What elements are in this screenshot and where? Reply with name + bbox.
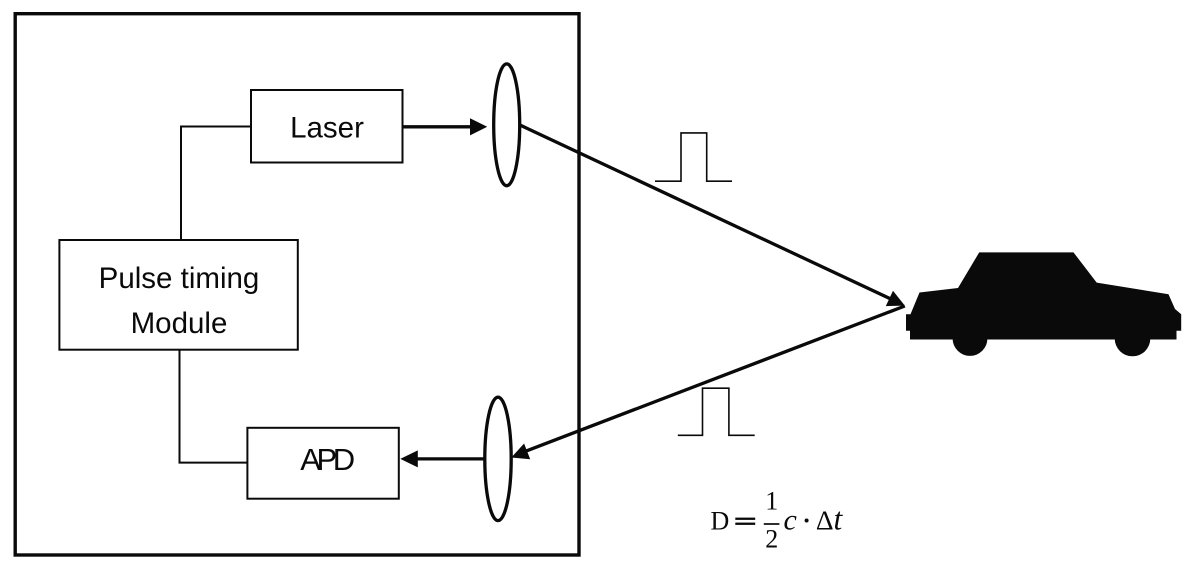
svg-text:Module: Module <box>131 307 228 340</box>
svg-text:Δ: Δ <box>816 505 834 536</box>
svg-text:2: 2 <box>765 525 778 554</box>
svg-text:t: t <box>834 502 844 537</box>
svg-text:Pulse timing: Pulse timing <box>99 262 260 295</box>
svg-text:1: 1 <box>765 487 778 516</box>
svg-text:APD: APD <box>300 442 355 477</box>
svg-text:D: D <box>711 507 730 536</box>
svg-text:Laser: Laser <box>290 112 364 145</box>
svg-text:c: c <box>784 504 797 537</box>
